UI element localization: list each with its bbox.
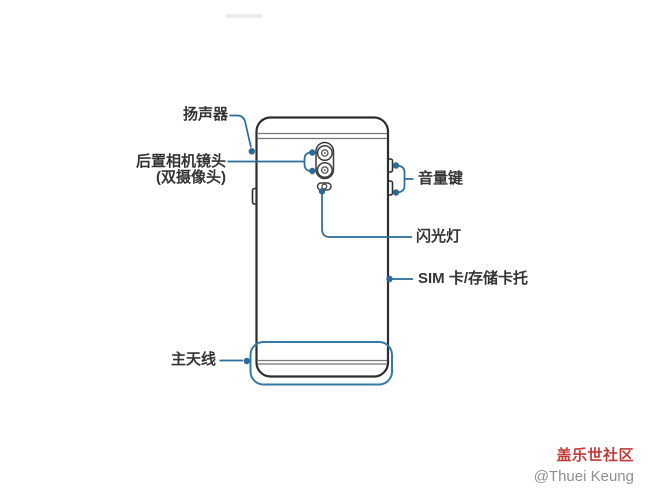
faint-artifact: [225, 14, 263, 18]
antenna-callout-dot: [243, 357, 250, 365]
label-rear-camera-line1: 后置相机镜头: [135, 153, 226, 170]
volume-callout-dot-top: [392, 162, 400, 169]
watermark: 盖乐世社区 @Thuei Keung: [534, 444, 634, 485]
flash-callout-dot: [318, 188, 326, 195]
sim-callout: [386, 275, 413, 283]
label-flash: 闪光灯: [416, 228, 462, 245]
label-volume-key: 音量键: [418, 170, 464, 187]
camera-lens-top: [316, 144, 333, 162]
label-rear-camera: 后置相机镜头 (双摄像头): [136, 154, 226, 186]
camera-callout-bracket: [303, 151, 311, 172]
flash-callout: [318, 188, 412, 238]
camera-callout: [227, 149, 316, 175]
camera-lens-bottom: [316, 161, 333, 179]
rear-camera-module: [315, 141, 335, 191]
label-rear-camera-line2: (双摄像头): [156, 169, 226, 186]
volume-callout-dot-bottom: [392, 189, 400, 196]
speaker-callout-line: [229, 114, 252, 148]
antenna-callout: [219, 357, 250, 365]
watermark-author: @Thuei Keung: [533, 468, 634, 485]
volume-callout: [392, 162, 414, 196]
flash-callout-line: [321, 194, 412, 238]
camera-callout-dot-top: [309, 149, 316, 156]
label-sim-tray: SIM 卡/存储卡托: [418, 270, 529, 287]
speaker-callout-dot: [248, 148, 255, 155]
volume-callout-bracket: [396, 164, 406, 194]
label-speaker: 扬声器: [182, 106, 228, 123]
sim-callout-dot: [386, 275, 393, 283]
speaker-callout: [229, 114, 255, 155]
camera-callout-dot-bottom: [309, 167, 316, 175]
flash-shape: [316, 182, 332, 191]
watermark-community: 盖乐世社区: [556, 447, 634, 464]
phone-body-outline: [255, 116, 390, 378]
main-antenna-highlight-box: [249, 341, 393, 386]
label-main-antenna: 主天线: [170, 351, 216, 368]
